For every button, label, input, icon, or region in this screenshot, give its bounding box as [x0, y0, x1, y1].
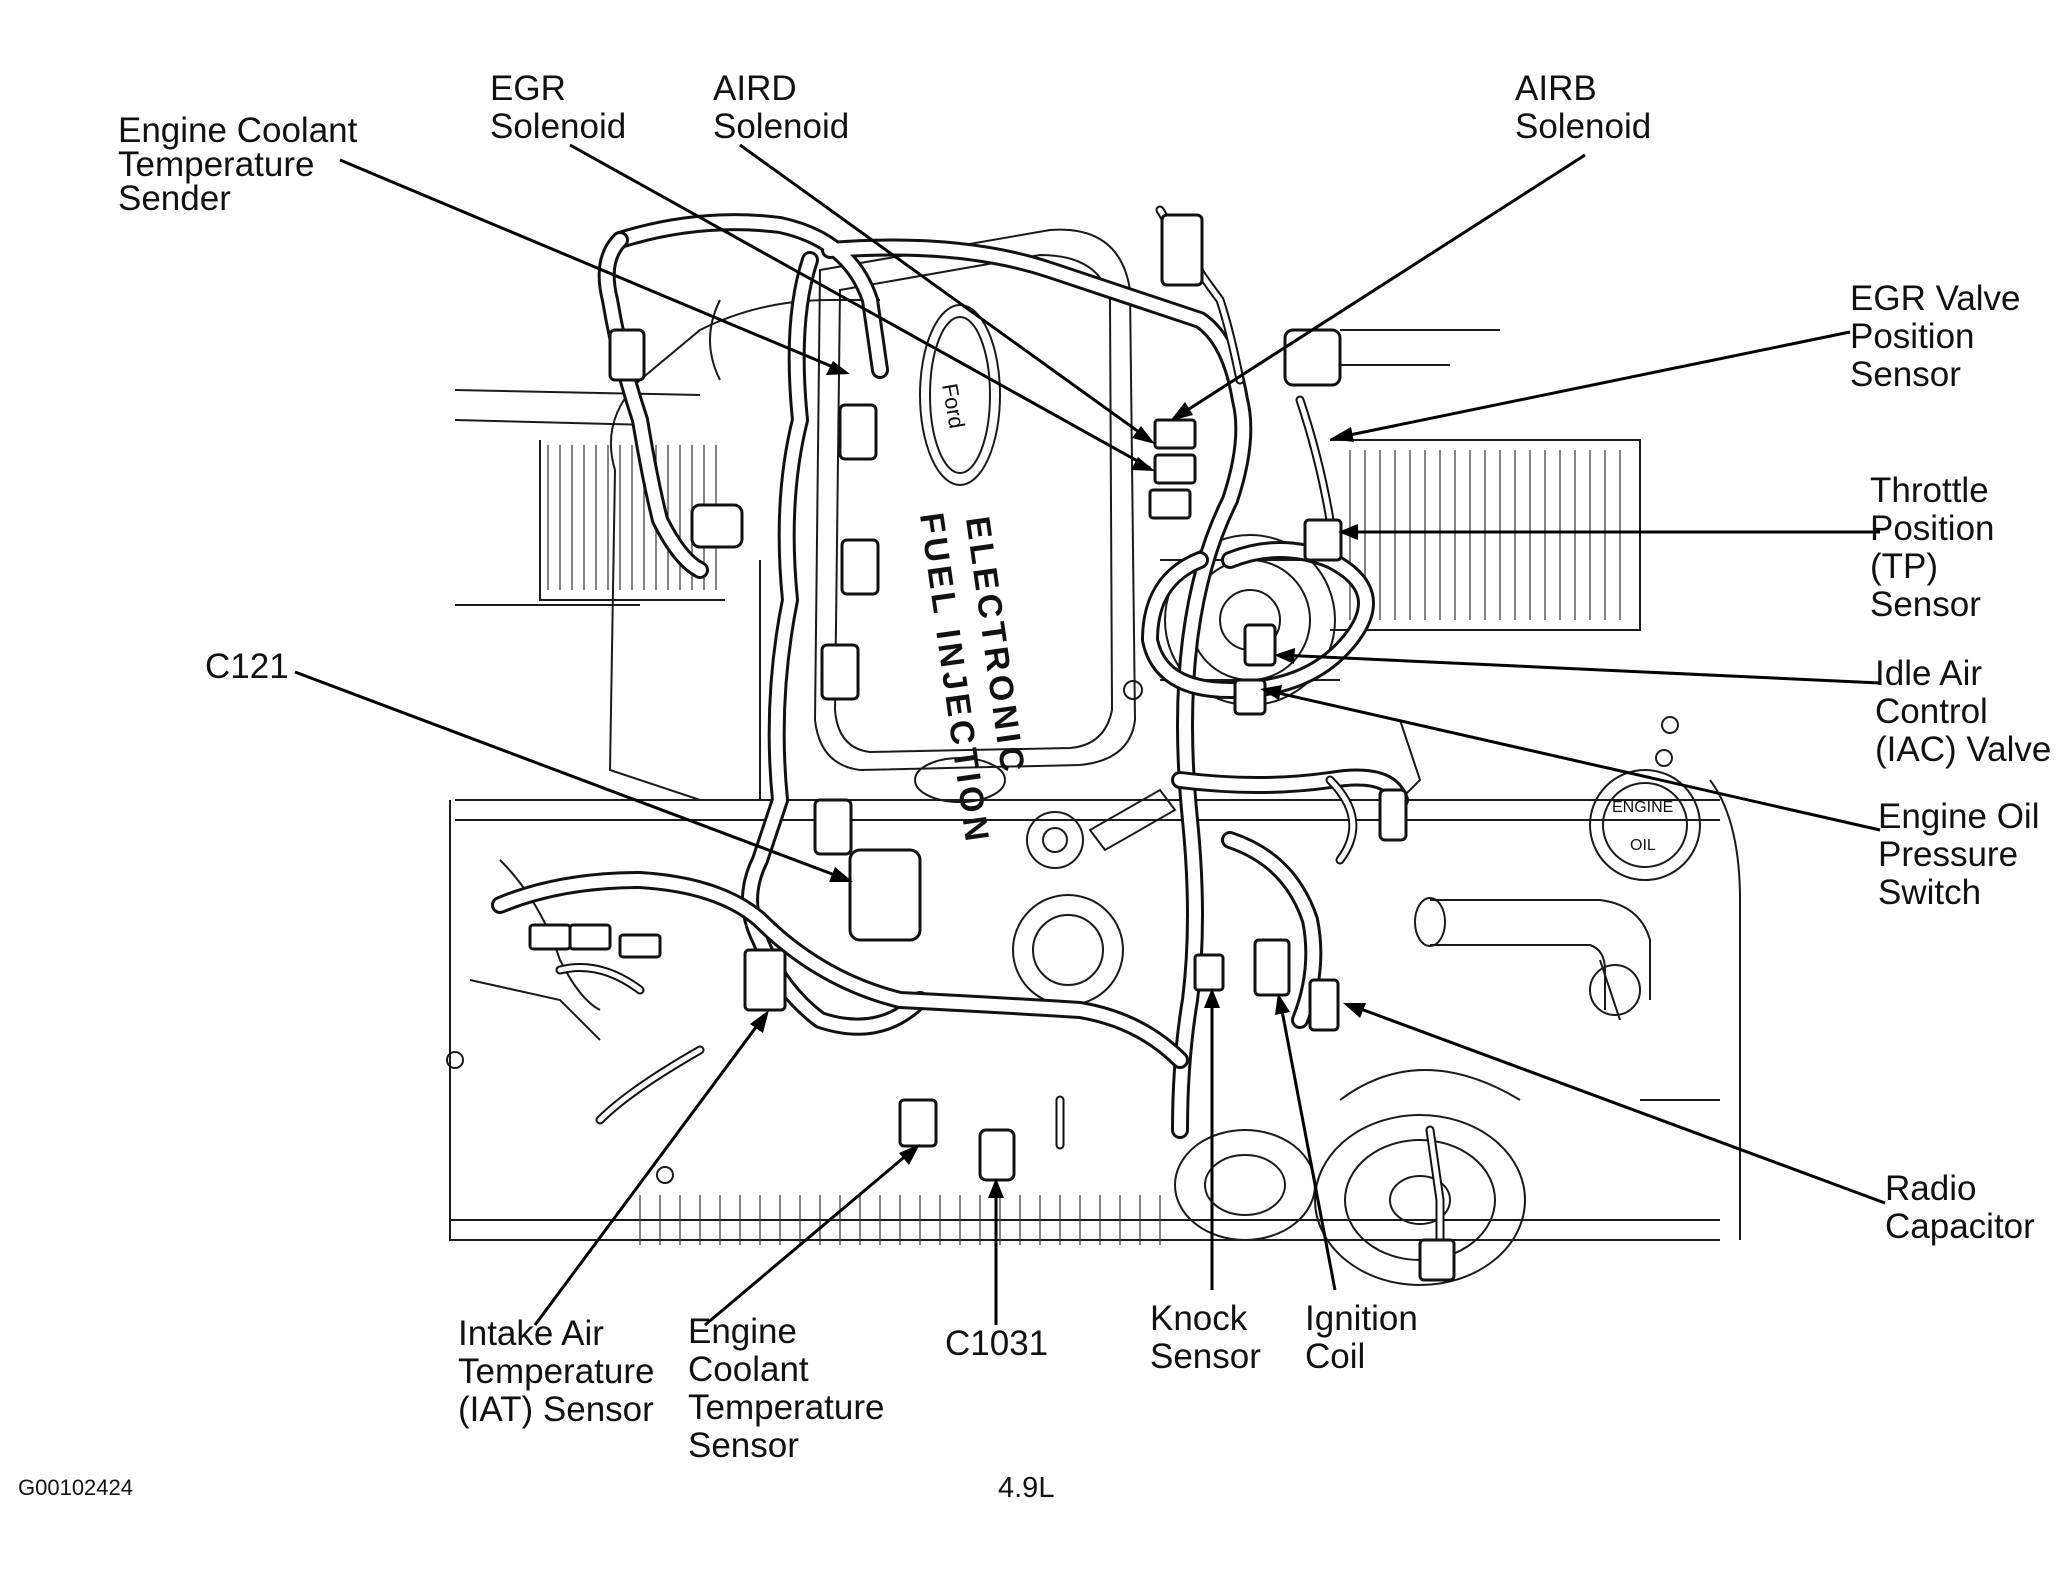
aird-solenoid-body: [1153, 453, 1197, 485]
leader-lines: [294, 143, 1886, 1327]
label-line: Control: [1875, 692, 1988, 731]
label-radio-capacitor: Radio Capacitor: [1885, 1169, 2035, 1246]
oil-filler-cap: ENGINE OIL: [1589, 769, 1701, 881]
label-line: C1031: [945, 1324, 1048, 1363]
label-egr-valve-position-sensor: EGR Valve Position Sensor: [1850, 279, 2021, 394]
label-line: Solenoid: [713, 107, 849, 146]
label-c121: C121: [205, 647, 289, 686]
oil-pressure-switch-body: [1233, 678, 1267, 716]
label-line: C121: [205, 647, 289, 686]
label-idle-air-control-valve: Idle Air Control (IAC) Valve: [1875, 654, 2051, 769]
valve-cover-text: ELECTRONIC FUEL INJECTION: [912, 510, 1032, 847]
knock-sensor-body: [1193, 953, 1225, 992]
label-engine-oil-pressure-switch: Engine Oil Pressure Switch: [1878, 797, 2039, 912]
connector-right: [1378, 788, 1408, 842]
label-line: Throttle: [1870, 471, 1989, 510]
label-line: Sensor: [688, 1426, 799, 1465]
connector-bottom-right: [1418, 1238, 1456, 1282]
label-line: Pressure: [1878, 835, 2018, 874]
airb-solenoid-body: [1153, 418, 1197, 450]
label-line: Engine: [688, 1312, 797, 1351]
label-line: Temperature: [688, 1388, 884, 1427]
label-line: AIRD: [713, 69, 797, 108]
label-line: Engine Coolant: [118, 111, 358, 150]
egr-solenoid-body: [1148, 488, 1192, 520]
egr-valve-position-sensor-body: [1283, 328, 1342, 387]
figure-id-code: G00102424: [18, 1475, 133, 1500]
label-line: Radio: [1885, 1169, 1976, 1208]
left-grille-fins: [454, 389, 725, 606]
label-line: EGR Valve: [1850, 279, 2021, 318]
label-aird-solenoid: AIRD Solenoid: [713, 69, 849, 146]
radio-capacitor-body: [1308, 978, 1340, 1032]
iac-valve-body: [1243, 623, 1277, 667]
connector-left-harness-1: [528, 923, 572, 951]
c1031-connector-body: [978, 1128, 1016, 1182]
fan-pulley: [1174, 1069, 1526, 1286]
label-line: Idle Air: [1875, 654, 1982, 693]
connector-left-harness-2: [568, 923, 612, 951]
label-intake-air-temperature-sensor: Intake Air Temperature (IAT) Sensor: [458, 1314, 654, 1429]
label-line: Temperature: [118, 145, 314, 184]
oil-cap-text-1: ENGINE: [1612, 799, 1673, 816]
label-line: Temperature: [458, 1352, 654, 1391]
connector-injector-3: [820, 643, 860, 701]
label-knock-sensor: Knock Sensor: [1150, 1299, 1261, 1376]
label-engine-coolant-temperature-sender: Engine Coolant Temperature Sender: [118, 111, 358, 218]
connector-left-1: [690, 503, 744, 549]
label-line: Solenoid: [490, 107, 626, 146]
label-line: Intake Air: [458, 1314, 604, 1353]
wiring-harness: [491, 205, 1456, 1282]
connector-injector-4: [813, 798, 853, 856]
tp-sensor-body: [1303, 518, 1343, 562]
label-line: EGR: [490, 69, 566, 108]
label-line: Sender: [118, 179, 231, 218]
svg-text:Ford: Ford: [937, 382, 969, 431]
label-airb-solenoid: AIRB Solenoid: [1515, 69, 1651, 146]
connector-injector-2: [840, 538, 880, 596]
figure-caption: 4.9L: [998, 1472, 1054, 1504]
label-line: Switch: [1878, 873, 1981, 912]
label-line: Solenoid: [1515, 107, 1651, 146]
label-line: (TP): [1870, 547, 1938, 586]
label-line: Sensor: [1150, 1337, 1261, 1376]
label-line: Position: [1870, 509, 1995, 548]
label-line: Engine Oil: [1878, 797, 2039, 836]
ect-sensor-body: [898, 1098, 938, 1148]
label-ignition-coil: Ignition Coil: [1305, 1299, 1418, 1376]
label-c1031: C1031: [945, 1324, 1048, 1363]
connector-left-harness-3: [618, 933, 662, 959]
label-line: Position: [1850, 317, 1975, 356]
label-line: (IAC) Valve: [1875, 730, 2051, 769]
label-line: AIRB: [1515, 69, 1597, 108]
connector-injector-1: [838, 403, 878, 461]
connector-ect-sender-body: [608, 328, 646, 382]
label-egr-solenoid: EGR Solenoid: [490, 69, 626, 146]
label-throttle-position-sensor: Throttle Position (TP) Sensor: [1870, 471, 1995, 624]
label-line: Coil: [1305, 1337, 1365, 1376]
label-line: Knock: [1150, 1299, 1248, 1338]
label-line: Sensor: [1870, 585, 1981, 624]
connector-top: [1160, 213, 1204, 287]
c121-connector-body: [848, 848, 922, 942]
ignition-coil-connector-body: [1253, 938, 1291, 997]
label-line: (IAT) Sensor: [458, 1390, 654, 1429]
label-line: Capacitor: [1885, 1207, 2035, 1246]
component-labels: Engine Coolant Temperature Sender EGR So…: [118, 69, 2051, 1465]
oil-cap-text-2: OIL: [1630, 837, 1656, 854]
engine-illustration: Ford ELECTRONIC FUEL INJECTION ENGINE OI…: [446, 228, 1741, 1286]
label-line: Coolant: [688, 1350, 809, 1389]
label-line: Sensor: [1850, 355, 1961, 394]
label-line: Ignition: [1305, 1299, 1418, 1338]
label-engine-coolant-temperature-sensor: Engine Coolant Temperature Sensor: [688, 1312, 884, 1465]
iat-sensor-body: [743, 948, 787, 1012]
